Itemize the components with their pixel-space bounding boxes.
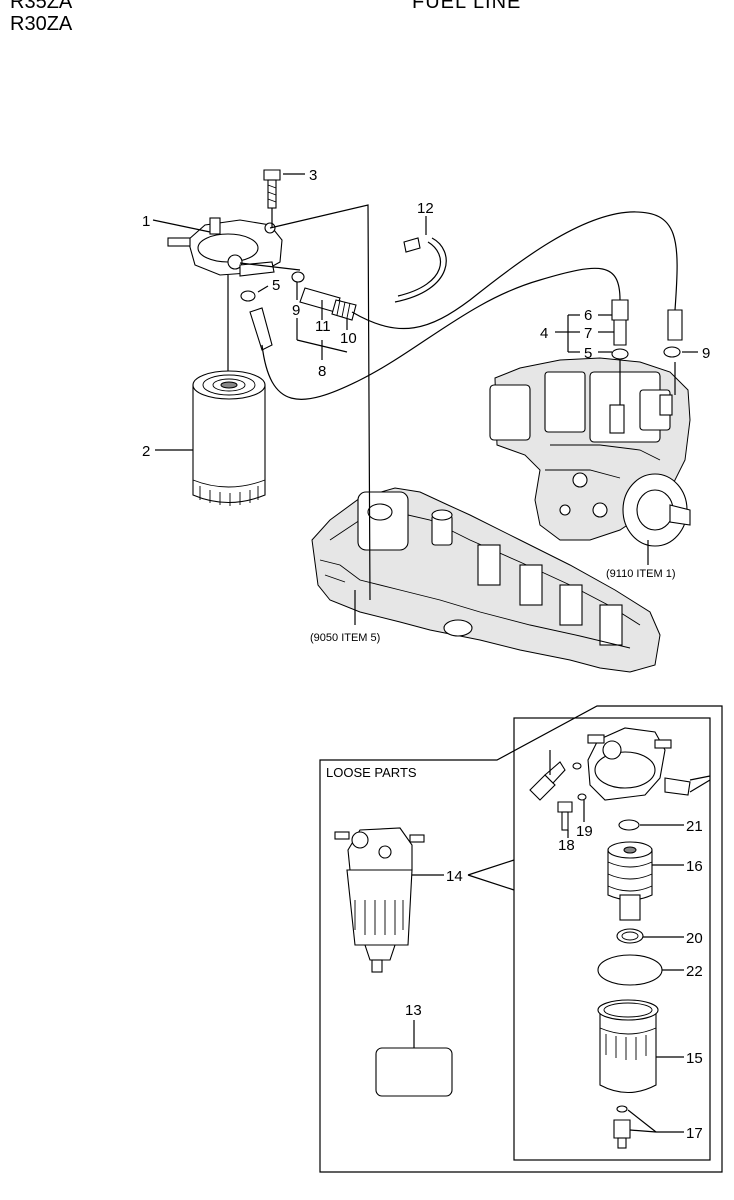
element-part-16: [607, 841, 684, 921]
sticker-part-13: [375, 1020, 453, 1097]
callout-17: 17: [686, 1125, 703, 1142]
drain-plug-part-17: [613, 1105, 684, 1149]
callout-3: 3: [309, 167, 317, 184]
callout-5-top: 5: [272, 277, 280, 294]
bolt-part-18: [557, 793, 587, 831]
model-label-1: R35ZA: [10, 0, 73, 13]
bleed-screw: [529, 750, 582, 801]
filter-head-exploded: [587, 727, 711, 801]
fuel-filter-assembly-part-14: [334, 827, 425, 973]
injection-pump: [489, 357, 691, 547]
callout-4: 4: [540, 325, 548, 342]
loose-parts-box: [319, 705, 723, 1173]
page-header: R35ZA R30ZA FUEL LINE: [0, 0, 734, 40]
callout-15: 15: [686, 1050, 703, 1067]
spin-on-filter-part-2: [192, 370, 266, 506]
callout-11: 11: [315, 318, 331, 335]
callout-6: 6: [584, 307, 592, 324]
callout-14: 14: [446, 868, 463, 885]
callout-7: 7: [584, 325, 592, 342]
clip-part-12: [394, 237, 447, 303]
fuel-filter-head: [167, 217, 283, 375]
callout-20: 20: [686, 930, 703, 947]
ring-part-20: [616, 928, 684, 944]
callout-9-pump: 9: [702, 345, 710, 362]
model-label-2: R30ZA: [10, 13, 73, 35]
page-title: FUEL LINE: [412, 0, 522, 13]
callout-2: 2: [142, 443, 150, 460]
callout-18: 18: [558, 837, 575, 854]
callout-1: 1: [142, 213, 150, 230]
ref-manifold: (9050 ITEM 5): [310, 632, 380, 644]
gasket-part-22: [597, 954, 684, 986]
callout-9-hose: 9: [292, 302, 300, 319]
loose-parts-label: LOOSE PARTS: [326, 765, 417, 780]
callout-10: 10: [340, 330, 357, 347]
pump-fittings: [611, 299, 683, 360]
callout-21: 21: [686, 818, 703, 835]
intake-manifold: [311, 487, 661, 673]
reference-labels: (9110 ITEM 1) (9050 ITEM 5) LOOSE PARTS: [310, 568, 676, 780]
callout-19: 19: [576, 823, 593, 840]
callout-8: 8: [318, 363, 326, 380]
loose-leaders: [412, 800, 585, 891]
ref-injection-pump: (9110 ITEM 1): [606, 568, 676, 580]
bolt-part-3: [263, 169, 281, 228]
callout-5-pump: 5: [584, 345, 592, 362]
callout-13: 13: [405, 1002, 422, 1019]
callout-16: 16: [686, 858, 703, 875]
hose-clamps: [240, 271, 357, 351]
o-ring-part-21: [618, 819, 684, 831]
callout-leaders: [152, 173, 698, 625]
callout-22: 22: [686, 963, 703, 980]
callout-12: 12: [417, 200, 434, 217]
bowl-part-15: [597, 999, 684, 1094]
fuel-lines: [239, 204, 678, 601]
callout-numbers: 1 2 3 4 5 5 6 7 8 9 9 10 11 12 13 14 15 …: [142, 167, 710, 1142]
